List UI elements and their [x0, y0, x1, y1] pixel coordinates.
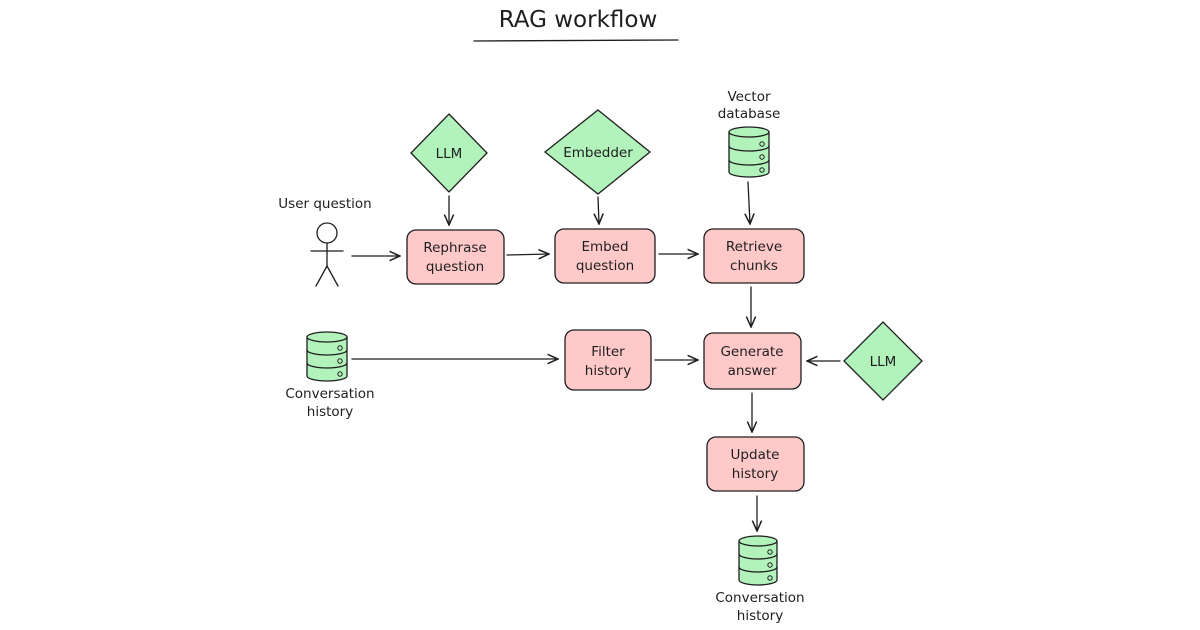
llm-right-diamond: LLM [843, 321, 923, 401]
conversation-history-bottom-db-icon [738, 535, 778, 586]
conv-history-left-label-line1: Conversation [285, 386, 374, 402]
conversation-history-left-db-icon [306, 331, 348, 382]
user-icon [310, 222, 344, 287]
conversation-history-bottom: Conversation history [715, 535, 805, 624]
rephrase-label-line2: question [426, 259, 484, 275]
conversation-history-left: Conversation history [285, 331, 375, 420]
rephrase-label-line1: Rephrase [423, 240, 486, 256]
conv-history-left-label-line2: history [307, 404, 353, 420]
llm-top-label: LLM [436, 146, 463, 162]
arrow-rephrase-to-embed [506, 254, 549, 255]
llm-top-diamond: LLM [410, 113, 488, 193]
filter-label-line2: history [585, 363, 631, 379]
conv-history-bottom-label-line2: history [737, 608, 783, 624]
vector-db-icon [728, 126, 770, 178]
arrow-embedder-to-embed [598, 196, 599, 224]
retrieve-label-line2: chunks [730, 258, 778, 274]
embed-label-line1: Embed [581, 239, 628, 255]
connectors [351, 181, 841, 531]
update-label-line2: history [732, 466, 778, 482]
generate-answer-box: Generate answer [703, 332, 802, 390]
conv-history-bottom-label-line1: Conversation [715, 590, 804, 606]
update-label-line1: Update [731, 447, 780, 463]
user-question: User question [278, 196, 372, 287]
retrieve-chunks-box: Retrieve chunks [703, 228, 805, 284]
arrow-vectordb-to-retrieve [748, 181, 750, 224]
user-question-label: User question [278, 196, 371, 212]
embedder-label: Embedder [563, 145, 633, 161]
vector-db-label-line1: Vector [727, 89, 770, 105]
embedder-diamond: Embedder [543, 109, 652, 195]
generate-label-line2: answer [728, 363, 777, 379]
vector-db-label-line2: database [718, 106, 781, 122]
embed-question-box: Embed question [554, 228, 656, 284]
diagram-title: RAG workflow [499, 7, 658, 33]
filter-history-box: Filter history [564, 329, 652, 391]
retrieve-label-line1: Retrieve [726, 239, 782, 255]
title-underline [473, 39, 679, 42]
filter-label-line1: Filter [591, 344, 625, 360]
generate-label-line1: Generate [720, 344, 783, 360]
rephrase-question-box: Rephrase question [406, 229, 505, 285]
vector-database: Vector database [718, 89, 781, 178]
update-history-box: Update history [706, 436, 805, 492]
llm-right-label: LLM [870, 354, 897, 370]
embed-label-line2: question [576, 258, 634, 274]
